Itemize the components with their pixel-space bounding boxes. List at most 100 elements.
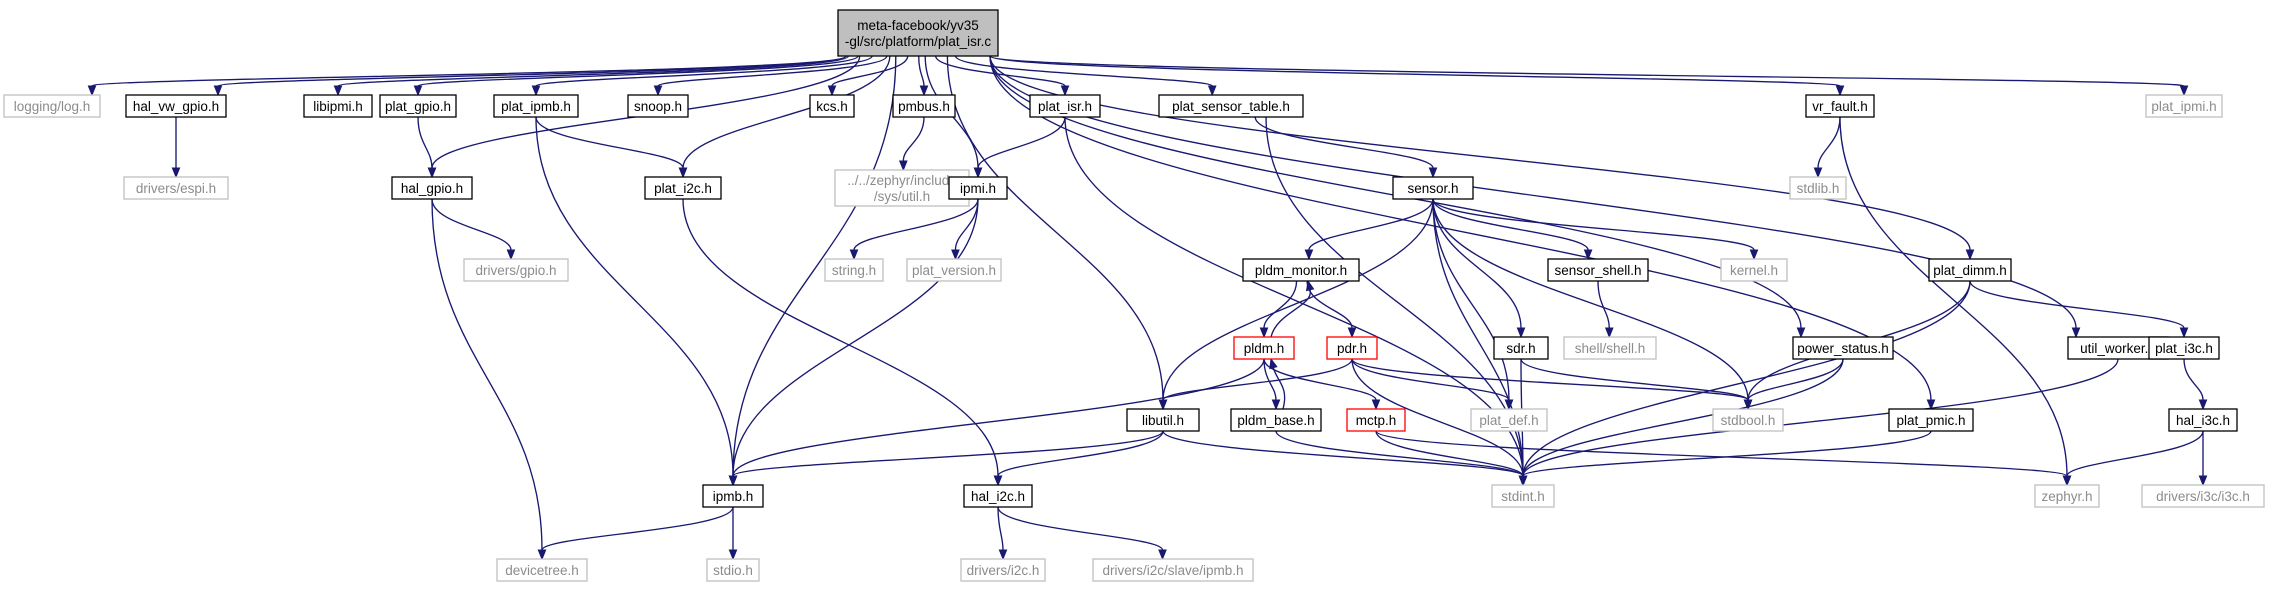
node-devicetree[interactable]: devicetree.h xyxy=(496,558,588,582)
node-libipmi[interactable]: libipmi.h xyxy=(303,94,373,118)
node-drivers-gpio[interactable]: drivers/gpio.h xyxy=(463,258,569,282)
edge-arrowhead xyxy=(1304,249,1314,261)
node-ipmi[interactable]: ipmi.h xyxy=(948,176,1008,200)
node-pldm-monitor[interactable]: pldm_monitor.h xyxy=(1242,258,1360,282)
node-drivers-i2c-slave-ipmb[interactable]: drivers/i2c/slave/ipmb.h xyxy=(1092,558,1254,582)
edge-hal_gpio-to-drivers_gpio xyxy=(431,198,516,261)
node-box xyxy=(809,94,855,118)
node-box xyxy=(834,169,970,207)
node-label: ipmb.h xyxy=(713,489,754,504)
node-label: ../../zephyr/include xyxy=(847,173,957,188)
node-plat-gpio[interactable]: plat_gpio.h xyxy=(379,94,457,118)
node-plat-ipmi[interactable]: plat_ipmi.h xyxy=(2145,94,2223,118)
edge-line xyxy=(1522,280,1971,477)
edge-line xyxy=(682,55,891,169)
node-label: drivers/espi.h xyxy=(136,181,216,196)
node-box xyxy=(1326,336,1378,360)
node-stdbool[interactable]: stdbool.h xyxy=(1712,408,1784,432)
edge-line xyxy=(2066,430,2204,477)
node-shell-shell[interactable]: shell/shell.h xyxy=(1563,336,1657,360)
edge-pmbus-to-zephyr_util xyxy=(898,116,925,172)
node-drivers-i3c[interactable]: drivers/i3c/i3c.h xyxy=(2141,484,2265,508)
node-plat-i2c[interactable]: plat_i2c.h xyxy=(644,176,722,200)
node-box xyxy=(1493,336,1549,360)
node-plat-def[interactable]: plat_def.h xyxy=(1470,408,1548,432)
node-label: pldm.h xyxy=(1244,341,1285,356)
node-plat-i3c[interactable]: plat_i3c.h xyxy=(2148,336,2220,360)
edge-line xyxy=(1432,198,1510,401)
edge-line xyxy=(1520,358,1749,401)
edge-line xyxy=(431,198,543,551)
edge-pdr-to-plat_def xyxy=(1351,358,1514,411)
node-label: devicetree.h xyxy=(505,563,579,578)
node-hal-vw-gpio[interactable]: hal_vw_gpio.h xyxy=(125,94,227,118)
node-mctp[interactable]: mctp.h xyxy=(1346,408,1406,432)
edge-line xyxy=(1162,358,1353,401)
node-drivers-espi[interactable]: drivers/espi.h xyxy=(123,176,229,200)
node-plat-sensor-table[interactable]: plat_sensor_table.h xyxy=(1158,94,1304,118)
edge-plat_isr-to-ipmi xyxy=(973,116,1066,179)
node-kernel[interactable]: kernel.h xyxy=(1720,258,1788,282)
edge-line xyxy=(1254,116,1434,169)
edge-ipmb-to-devicetree xyxy=(537,506,734,561)
node-stdio[interactable]: stdio.h xyxy=(706,558,760,582)
node-logging-log[interactable]: logging/log.h xyxy=(3,94,101,118)
edge-line xyxy=(1817,116,1841,169)
node-sensor[interactable]: sensor.h xyxy=(1392,176,1474,200)
node-box xyxy=(1547,258,1649,282)
node-box xyxy=(2141,484,2265,508)
node-kcs[interactable]: kcs.h xyxy=(809,94,855,118)
edge-mctp-to-stdint xyxy=(1375,430,1528,487)
edge-pldm-to-pldm_base xyxy=(1263,358,1281,411)
node-hal-i3c[interactable]: hal_i3c.h xyxy=(2168,408,2238,432)
node-plat-dimm[interactable]: plat_dimm.h xyxy=(1928,258,2012,282)
node-ipmb[interactable]: ipmb.h xyxy=(702,484,764,508)
node-label: stdio.h xyxy=(713,563,753,578)
edge-line xyxy=(1351,358,1524,477)
node-root[interactable]: meta-facebook/yv35-gl/src/platform/plat_… xyxy=(837,9,999,57)
node-power-status[interactable]: power_status.h xyxy=(1792,336,1894,360)
node-snoop[interactable]: snoop.h xyxy=(627,94,689,118)
node-plat-isr[interactable]: plat_isr.h xyxy=(1029,94,1101,118)
node-plat-pmic[interactable]: plat_pmic.h xyxy=(1888,408,1974,432)
node-label: plat_ipmb.h xyxy=(501,99,571,114)
node-label: libipmi.h xyxy=(313,99,363,114)
node-stdint[interactable]: stdint.h xyxy=(1491,484,1555,508)
node-sensor-shell[interactable]: sensor_shell.h xyxy=(1547,258,1649,282)
node-box xyxy=(1092,558,1254,582)
edge-arrowhead xyxy=(213,85,223,97)
node-plat-ipmb[interactable]: plat_ipmb.h xyxy=(493,94,579,118)
edge-libutil-to-hal_i2c xyxy=(993,430,1164,487)
node-pdr[interactable]: pdr.h xyxy=(1326,336,1378,360)
edge-pldm_monitor-to-pldm xyxy=(1259,280,1298,339)
edge-plat_ipmb-to-ipmb xyxy=(535,116,738,487)
node-label: stdint.h xyxy=(1501,489,1545,504)
node-label: -gl/src/platform/plat_isr.c xyxy=(845,34,992,49)
node-hal-i2c[interactable]: hal_i2c.h xyxy=(963,484,1033,508)
edge-sensor-to-kernel xyxy=(1432,198,1759,261)
node-string[interactable]: string.h xyxy=(824,258,884,282)
node-vr-fault[interactable]: vr_fault.h xyxy=(1805,94,1875,118)
node-box xyxy=(1792,336,1894,360)
node-zephyr-util[interactable]: ../../zephyr/include/sys/util.h xyxy=(834,169,970,207)
edge-line xyxy=(91,55,847,87)
node-libutil[interactable]: libutil.h xyxy=(1126,408,1200,432)
node-label: plat_def.h xyxy=(1479,413,1538,428)
node-hal-gpio[interactable]: hal_gpio.h xyxy=(391,176,473,200)
node-box xyxy=(837,9,999,57)
node-stdlib[interactable]: stdlib.h xyxy=(1789,176,1847,200)
node-pldm[interactable]: pldm.h xyxy=(1233,336,1295,360)
node-box xyxy=(1888,408,1974,432)
node-sdr[interactable]: sdr.h xyxy=(1493,336,1549,360)
node-drivers-i2c[interactable]: drivers/i2c.h xyxy=(960,558,1046,582)
edge-line xyxy=(1522,430,1932,477)
node-label: kernel.h xyxy=(1730,263,1778,278)
node-pmbus[interactable]: pmbus.h xyxy=(892,94,956,118)
edge-line xyxy=(1270,289,1311,338)
node-box xyxy=(963,484,1033,508)
node-plat-version[interactable]: plat_version.h xyxy=(906,258,1002,282)
edge-line xyxy=(1969,280,2185,329)
node-label: plat_sensor_table.h xyxy=(1172,99,1290,114)
node-pldm-base[interactable]: pldm_base.h xyxy=(1230,408,1322,432)
node-zephyr[interactable]: zephyr.h xyxy=(2034,484,2100,508)
